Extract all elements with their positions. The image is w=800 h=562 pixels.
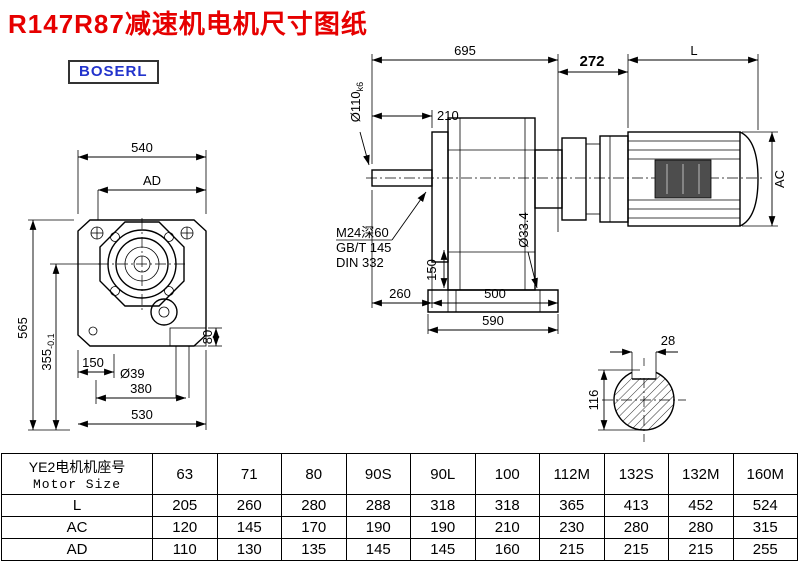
dim-590: 590 xyxy=(482,313,504,328)
value-cell: 280 xyxy=(603,516,669,539)
value-cell: 230 xyxy=(539,516,605,539)
dim-110k6: Ø110k6 xyxy=(348,82,365,122)
value-cell: 120 xyxy=(152,516,218,539)
size-cell: 100 xyxy=(474,453,540,495)
value-cell: 452 xyxy=(668,494,734,517)
dim-80: 80 xyxy=(200,330,215,344)
value-cell: 318 xyxy=(410,494,476,517)
side-view-outline xyxy=(366,117,764,313)
note-din332: DIN 332 xyxy=(336,255,384,270)
value-cell: 160 xyxy=(474,538,540,561)
dim-ad: AD xyxy=(143,173,161,188)
row-label-L: L xyxy=(1,494,153,517)
value-cell: 170 xyxy=(281,516,347,539)
value-cell: 215 xyxy=(668,538,734,561)
motor-size-table: YE2电机机座号 Motor Size 63 71 80 90S 90L 100… xyxy=(1,453,798,561)
value-cell: 210 xyxy=(474,516,540,539)
size-cell: 80 xyxy=(281,453,347,495)
dim-355: 355-0.1 xyxy=(39,333,56,370)
value-cell: 315 xyxy=(732,516,798,539)
size-cell: 132S xyxy=(603,453,669,495)
size-cell: 90L xyxy=(410,453,476,495)
front-view: 540 AD 565 355-0.1 150 Ø39 380 xyxy=(15,140,222,431)
front-view-dimensions: 540 AD 565 355-0.1 150 Ø39 380 xyxy=(15,140,222,431)
value-cell: 215 xyxy=(539,538,605,561)
shaft-section: 28 116 xyxy=(586,333,686,442)
dim-210: 210 xyxy=(437,108,459,123)
value-cell: 110 xyxy=(152,538,218,561)
value-cell: 280 xyxy=(668,516,734,539)
value-cell: 145 xyxy=(410,538,476,561)
dim-150-front: 150 xyxy=(82,355,104,370)
dim-500: 500 xyxy=(484,286,506,301)
dim-l: L xyxy=(690,43,697,58)
size-cell: 71 xyxy=(216,453,282,495)
side-view: 695 272 L AC Ø110k6 210 M24深60 GB/T 145 xyxy=(336,43,787,334)
value-cell: 288 xyxy=(345,494,411,517)
table-header-row: YE2电机机座号 Motor Size 63 71 80 90S 90L 100… xyxy=(1,453,798,495)
dim-260: 260 xyxy=(389,286,411,301)
dim-28: 28 xyxy=(661,333,675,348)
dim-116: 116 xyxy=(586,390,601,411)
dim-540: 540 xyxy=(131,140,153,155)
dim-565: 565 xyxy=(15,317,30,339)
size-cell: 90S xyxy=(345,453,411,495)
value-cell: 190 xyxy=(410,516,476,539)
dim-33-4: Ø33.4 xyxy=(516,212,531,247)
note-gbt145: GB/T 145 xyxy=(336,240,391,255)
size-cell: 160M xyxy=(732,453,798,495)
dim-272: 272 xyxy=(579,53,604,70)
table-row-AC: AC 120 145 170 190 190 210 230 280 280 3… xyxy=(1,516,798,539)
table-row-L: L 205 260 280 288 318 318 365 413 452 52… xyxy=(1,494,798,517)
page-title: R147R87减速机电机尺寸图纸 xyxy=(8,9,368,39)
technical-drawing: 540 AD 565 355-0.1 150 Ø39 380 xyxy=(15,43,787,442)
header-cn: YE2电机机座号 xyxy=(28,458,126,475)
value-cell: 524 xyxy=(732,494,798,517)
value-cell: 145 xyxy=(216,516,282,539)
value-cell: 145 xyxy=(345,538,411,561)
table-row-AD: AD 110 130 135 145 145 160 215 215 215 2… xyxy=(1,538,798,561)
value-cell: 280 xyxy=(281,494,347,517)
side-view-dimensions: 695 272 L AC Ø110k6 210 M24深60 GB/T 145 xyxy=(336,43,787,334)
dim-380: 380 xyxy=(130,381,152,396)
table-header-motor-size: YE2电机机座号 Motor Size xyxy=(1,453,153,495)
size-cell: 132M xyxy=(668,453,734,495)
dim-695: 695 xyxy=(454,43,476,58)
note-m24: M24深60 xyxy=(336,225,389,240)
dim-530: 530 xyxy=(131,407,153,422)
value-cell: 205 xyxy=(152,494,218,517)
dim-39: Ø39 xyxy=(120,366,145,381)
row-label-AD: AD xyxy=(1,538,153,561)
front-view-outline xyxy=(77,218,207,398)
value-cell: 318 xyxy=(474,494,540,517)
boserl-logo: BOSERL xyxy=(68,60,159,84)
value-cell: 365 xyxy=(539,494,605,517)
value-cell: 413 xyxy=(603,494,669,517)
value-cell: 130 xyxy=(216,538,282,561)
header-en: Motor Size xyxy=(32,476,121,492)
row-label-AC: AC xyxy=(1,516,153,539)
size-cell: 63 xyxy=(152,453,218,495)
value-cell: 255 xyxy=(732,538,798,561)
dim-ac: AC xyxy=(772,170,787,188)
value-cell: 135 xyxy=(281,538,347,561)
value-cell: 215 xyxy=(603,538,669,561)
value-cell: 260 xyxy=(216,494,282,517)
size-cell: 112M xyxy=(539,453,605,495)
dim-150-side: 150 xyxy=(424,259,439,281)
value-cell: 190 xyxy=(345,516,411,539)
